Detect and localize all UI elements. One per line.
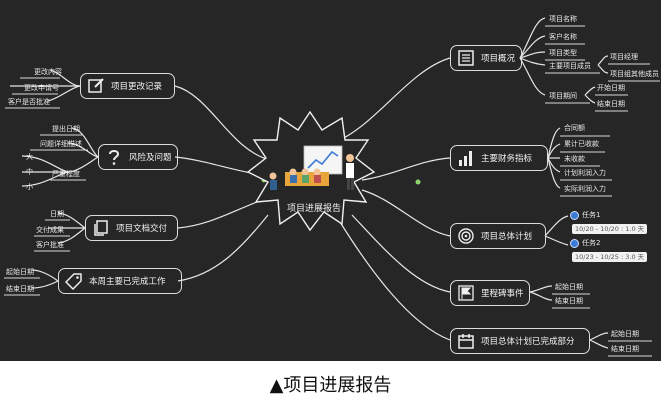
flag-icon <box>457 284 475 302</box>
branch-finance[interactable]: 主要财务指标 <box>450 145 548 171</box>
finance-item: 累计已收款 <box>564 140 599 148</box>
branch-title: 项目概况 <box>481 54 516 64</box>
task-bar: 10/20 - 10/20 : 1.0 天 <box>572 224 648 234</box>
overview-subitem: 项目组其他成员 <box>610 70 659 78</box>
task-name: 任务1 <box>582 211 601 219</box>
task-name: 任务2 <box>582 239 601 247</box>
risk-level: 中 <box>26 168 33 176</box>
done-item: 结束日期 <box>611 345 639 353</box>
docs-item: 日期 <box>50 210 64 218</box>
overview-item: 项目名称 <box>549 15 577 23</box>
overview-item: 项目期间 <box>549 92 577 100</box>
branch-title: 项目总体计划已完成部分 <box>481 337 575 347</box>
finance-item: 未收款 <box>564 155 585 163</box>
branch-title: 里程碑事件 <box>481 289 524 299</box>
change-item: 更改内容 <box>34 68 62 76</box>
task-bar: 10/23 - 10/25 : 3.0 天 <box>572 252 648 262</box>
task-icon <box>570 211 579 220</box>
branch-doc-delivery[interactable]: 项目文档交付 <box>85 215 178 241</box>
center-topic-title: 项目进展报告 <box>286 204 341 214</box>
branch-plan-completed[interactable]: 项目总体计划已完成部分 <box>450 328 590 354</box>
overview-subitem: 结束日期 <box>597 100 625 108</box>
branch-title: 风险及问题 <box>129 153 172 163</box>
question-icon <box>105 148 123 166</box>
risk-level: 小 <box>26 183 33 191</box>
branch-change-record[interactable]: 项目更改记录 <box>80 73 175 99</box>
docs-item: 交付成果 <box>36 226 64 234</box>
done-item: 起始日期 <box>611 330 639 338</box>
finance-item: 合同额 <box>564 124 585 132</box>
mindmap-board: 项目进展报告 项目更改记录 更改内容 更改申请号 客户是否批准 风险及问题 提出… <box>0 0 661 361</box>
tag-icon <box>65 272 83 290</box>
risk-item: 提出日期 <box>52 125 80 133</box>
overview-subitem: 项目经理 <box>610 53 638 61</box>
overview-item: 项目类型 <box>549 49 577 57</box>
milestone-item: 起始日期 <box>555 283 583 291</box>
docs-item: 客户批准 <box>36 241 64 249</box>
change-item: 更改申请号 <box>24 84 59 92</box>
overview-item: 主要项目成员 <box>549 62 591 70</box>
weekly-item: 起始日期 <box>6 268 34 276</box>
overview-subitem: 开始日期 <box>597 84 625 92</box>
plan-task: 任务2 <box>570 239 600 248</box>
presentation-illustration <box>269 145 354 190</box>
change-item: 客户是否批准 <box>8 98 50 106</box>
branch-milestones[interactable]: 里程碑事件 <box>450 280 530 306</box>
branch-weekly-work[interactable]: 本周主要已完成工作 <box>58 268 182 294</box>
overview-item: 客户名称 <box>549 33 577 41</box>
milestone-item: 结束日期 <box>555 297 583 305</box>
task-icon <box>570 239 579 248</box>
mindmap-connectors <box>4 17 660 357</box>
branch-project-overview[interactable]: 项目概况 <box>450 45 522 71</box>
branch-risk-issues[interactable]: 风险及问题 <box>98 144 178 170</box>
figure-caption: ▲项目进展报告 <box>269 375 392 396</box>
bar-chart-icon <box>457 149 475 167</box>
edit-icon <box>87 77 105 95</box>
branch-title: 本周主要已完成工作 <box>89 277 166 287</box>
risk-item: 严重程度 <box>52 170 80 178</box>
branch-title: 项目更改记录 <box>111 82 163 92</box>
documents-icon <box>92 219 110 237</box>
plan-task: 任务1 <box>570 211 600 220</box>
finance-item: 计划利润入力 <box>564 169 606 177</box>
risk-level: 大 <box>26 153 33 161</box>
weekly-item: 结束日期 <box>6 285 34 293</box>
target-icon <box>457 227 475 245</box>
finance-item: 实际利润入力 <box>564 185 606 193</box>
branch-title: 主要财务指标 <box>481 154 533 164</box>
branch-title: 项目文档交付 <box>116 224 168 234</box>
calendar-icon <box>457 332 475 350</box>
branch-title: 项目总体计划 <box>481 232 533 242</box>
list-icon <box>457 49 475 67</box>
branch-overall-plan[interactable]: 项目总体计划 <box>450 223 546 249</box>
risk-item: 问题详细描述 <box>40 140 82 148</box>
